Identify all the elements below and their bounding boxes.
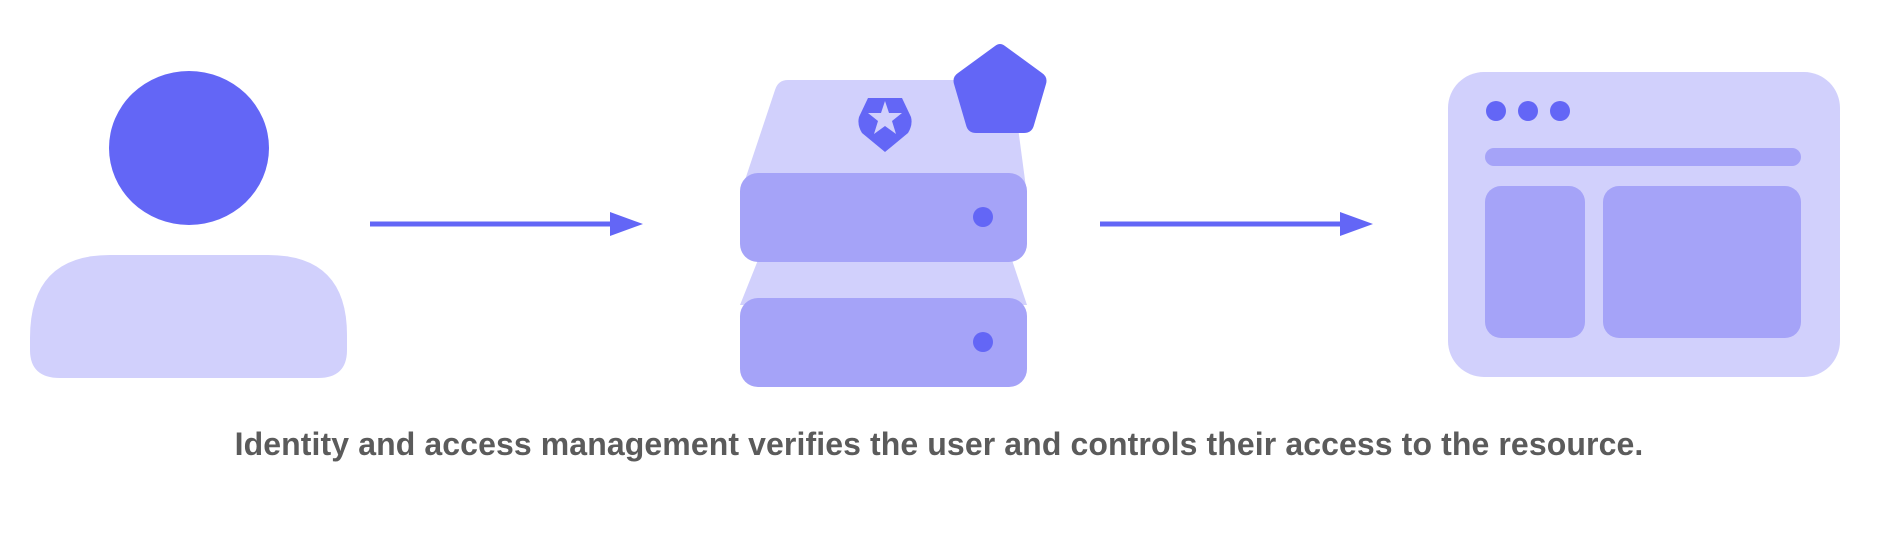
browser-dot-3	[1550, 101, 1570, 121]
user-icon	[30, 71, 347, 378]
user-head	[109, 71, 269, 225]
arrow-server-to-resource	[1100, 212, 1373, 236]
browser-content-panel	[1603, 186, 1801, 338]
browser-dot-2	[1518, 101, 1538, 121]
server-unit-bottom	[740, 298, 1027, 387]
user-body	[30, 255, 347, 378]
server-unit-bottom-led	[973, 332, 993, 352]
shield-star-icon	[858, 98, 912, 152]
pentagon-icon	[953, 44, 1047, 133]
browser-address-bar	[1485, 148, 1801, 166]
arrow-user-to-server	[370, 212, 643, 236]
server-unit-top	[740, 173, 1027, 262]
browser-window-icon	[1448, 72, 1840, 377]
browser-dot-1	[1486, 101, 1506, 121]
server-unit-top-led	[973, 207, 993, 227]
server-middle-panel	[740, 260, 1027, 305]
diagram-caption: Identity and access management verifies …	[234, 426, 1644, 462]
server-stack-icon	[740, 44, 1047, 387]
browser-sidebar-panel	[1485, 186, 1585, 338]
